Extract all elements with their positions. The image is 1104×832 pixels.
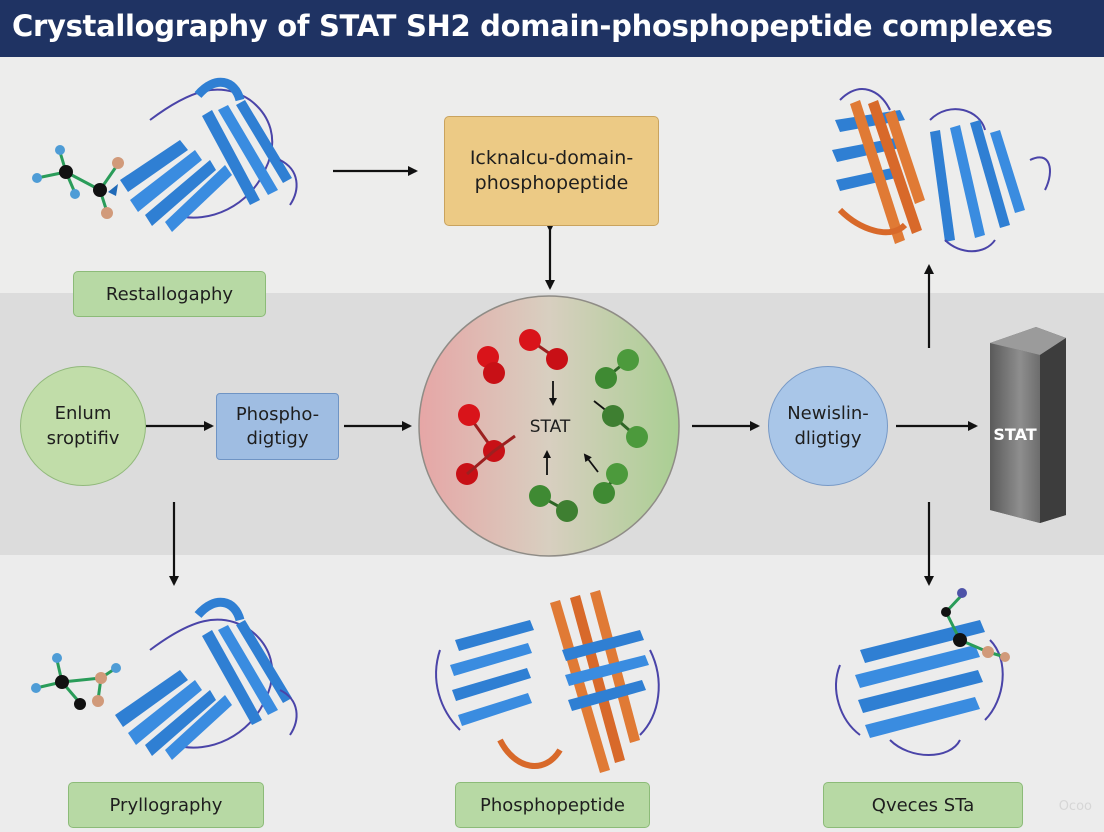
label-newislin-circle: Newislin- dligtigy [768, 366, 888, 486]
header-bar: Crystallography of STAT SH2 domain-phosp… [0, 0, 1104, 57]
protein-ribbon-icon [115, 597, 298, 760]
arrow-inner-bottom-right [583, 453, 599, 473]
label-stat-center: STAT [529, 417, 571, 437]
label-phospho-box: Phospho- digtigy [216, 393, 339, 460]
protein-ribbon-icon [835, 620, 1004, 756]
label-enlum-circle: Enlum sroptifiv [20, 366, 146, 486]
ligand-molecule-icon [31, 653, 121, 710]
protein-ribbon-icon [108, 77, 298, 232]
label-restallogaphy: Restallogaphy [73, 271, 266, 317]
ligand-molecule-icon [32, 145, 124, 219]
label-domain-phosphopeptide: Icknalcu-domain- phosphopeptide [444, 116, 659, 226]
label-pryllography: Pryllography [68, 782, 264, 828]
ligand-molecule-icon [941, 588, 1010, 662]
protein-dimer-icon [832, 88, 1051, 253]
label-qveces-sta: Qveces STa [823, 782, 1023, 828]
label-phosphopeptide: Phosphopeptide [455, 782, 650, 828]
stat-block-icon [990, 327, 1066, 523]
watermark: Ocoo [1058, 799, 1092, 814]
protein-dimer-icon [435, 590, 660, 773]
page-title: Crystallography of STAT SH2 domain-phosp… [12, 9, 1053, 43]
label-stat-block: STAT [993, 424, 1037, 444]
green-molecules-icon [529, 349, 648, 522]
red-molecules-icon [456, 329, 568, 485]
